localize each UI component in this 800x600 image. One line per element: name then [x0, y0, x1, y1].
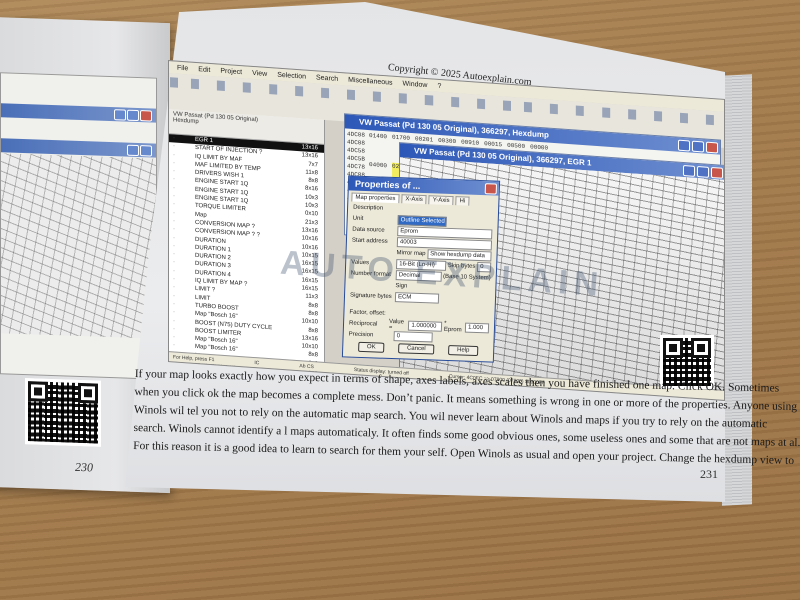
precision-field[interactable]: 0: [393, 330, 433, 342]
cancel-button[interactable]: Cancel: [397, 343, 435, 355]
hex-address: 4DC78: [347, 162, 366, 171]
unit-field[interactable]: Outline Selected: [397, 214, 447, 227]
3d-map-mesh: [1, 153, 156, 339]
offset-field[interactable]: 1.000: [464, 322, 490, 333]
page-body-text: If your map looks exactly how you expect…: [133, 365, 800, 468]
eprom-label: * Eprom: [443, 320, 462, 333]
tab-y-axis[interactable]: Y-Axis: [428, 195, 454, 206]
map-tree-panel: VW Passat (Pd 130 05 Original) Hexdump ·…: [169, 109, 325, 401]
tab-hi[interactable]: Hi: [455, 196, 470, 206]
hex-address: 4DC5B: [347, 154, 366, 163]
menu-window: Window: [402, 79, 428, 89]
qr-code-right: [660, 335, 714, 389]
page-number-right: 231: [700, 467, 718, 481]
precision-label: Precision: [348, 331, 374, 338]
close-icon: [140, 110, 152, 122]
minimize-icon: [114, 109, 126, 121]
hex-address: 4DC08: [347, 138, 366, 147]
maximize-icon: [697, 165, 709, 178]
maximize-icon: [127, 109, 139, 122]
menu-file: File: [177, 64, 189, 72]
close-icon[interactable]: [484, 183, 498, 195]
menu-selection: Selection: [277, 71, 306, 81]
close-icon: [706, 141, 718, 154]
unit-label: Unit: [352, 215, 364, 222]
start-address-label: Start address: [351, 237, 388, 245]
hex-address: 4DC58: [347, 146, 366, 155]
help-button[interactable]: Help: [447, 344, 479, 357]
page-number-left: 230: [75, 459, 93, 475]
qr-code-left: [25, 378, 101, 447]
maximize-icon: [140, 145, 152, 157]
factor-offset-label: Factor, offset:: [349, 309, 386, 317]
left-page-screenshot: [0, 72, 157, 380]
tab-x-axis[interactable]: X-Axis: [401, 194, 427, 205]
ok-button[interactable]: OK: [357, 341, 385, 353]
signature-label: Signature bytes: [349, 292, 392, 300]
reciprocal-checkbox[interactable]: Reciprocal: [348, 320, 378, 328]
menu-help: ?: [437, 82, 442, 90]
data-source-label: Data source: [352, 226, 385, 234]
minimize-icon: [127, 144, 139, 157]
factor-field[interactable]: 1.000000: [408, 320, 443, 332]
menu-misc: Miscellaneous: [348, 76, 393, 87]
close-icon: [711, 166, 723, 179]
value-label: Value =: [388, 318, 405, 331]
minimize-icon: [678, 139, 690, 152]
menu-edit: Edit: [198, 65, 211, 74]
dialog-buttons: OK Cancel Help: [351, 341, 485, 357]
tab-map-properties[interactable]: Map properties: [351, 192, 400, 204]
status-help: For Help, press F1: [173, 353, 215, 363]
minimize-icon: [683, 165, 695, 177]
menu-view: View: [252, 69, 268, 78]
dialog-controls: [484, 183, 498, 195]
status-ic: IC: [254, 359, 260, 366]
maximize-icon: [692, 140, 704, 153]
menu-project: Project: [220, 67, 243, 76]
hex-address: 4DC08: [347, 130, 366, 139]
hex-value[interactable]: 01400: [369, 132, 388, 141]
left-window-titlebar: [1, 103, 156, 123]
description-label: Description: [353, 204, 384, 212]
menu-search: Search: [315, 73, 339, 83]
